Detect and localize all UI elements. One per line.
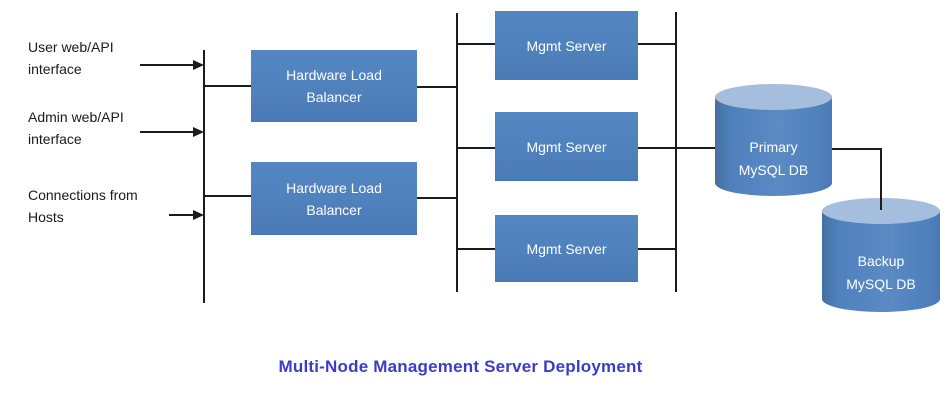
arrow-shaft [169,214,195,216]
arrow-admin-input [140,127,204,137]
arrowhead-icon [193,210,204,220]
bus-line-mgmt-to-db [675,12,677,292]
arrow-hosts-input [169,210,204,220]
connector-mgmt3-bus3 [638,248,676,250]
arrow-shaft [140,64,195,66]
input-label-admin-web-api: Admin web/API interface [28,109,124,147]
load-balancer-box-1: Hardware Load Balancer [251,50,417,122]
load-balancer-label: Hardware Load Balancer [286,67,382,105]
mgmt-server-label: Mgmt Server [526,240,607,257]
mgmt-server-box-3: Mgmt Server [495,215,638,282]
connector-bus1-lb1 [204,85,251,87]
connector-mgmt2-primary-db [638,147,715,149]
connector-primary-backup-horizontal [832,148,882,150]
mgmt-server-label: Mgmt Server [526,138,607,155]
connector-lb1-bus2 [417,86,457,88]
cylinder-body [822,211,940,312]
bus-line-lb-to-mgmt [456,13,458,292]
connector-bus2-mgmt1 [457,43,495,45]
bus-line-inputs [203,50,205,303]
arrow-shaft [140,131,195,133]
arrowhead-icon [193,60,204,70]
load-balancer-label: Hardware Load Balancer [286,179,382,218]
connector-bus2-mgmt2 [457,147,495,149]
connector-mgmt1-bus3 [638,43,676,45]
arrow-user-input [140,60,204,70]
backup-db-label: Backup MySQL DB [846,253,916,292]
mgmt-server-box-1: Mgmt Server [495,11,638,80]
cylinder-top [715,84,832,110]
cylinder-body [715,97,832,196]
mgmt-server-box-2: Mgmt Server [495,112,638,181]
connector-bus1-lb2 [204,195,251,197]
input-label-user-web-api: User web/API interface [28,39,114,77]
load-balancer-box-2: Hardware Load Balancer [251,162,417,235]
primary-db-label: Primary MySQL DB [738,139,809,178]
connector-bus2-mgmt3 [457,248,495,250]
diagram-title: Multi-Node Management Server Deployment [278,357,643,376]
connector-lb2-bus2 [417,197,457,199]
mgmt-server-label: Mgmt Server [526,37,607,54]
arrowhead-icon [193,127,204,137]
connector-primary-backup-vertical [880,148,882,210]
input-label-connections-hosts: Connections from Hosts [28,187,138,225]
backup-db-cylinder: Backup MySQL DB [822,198,940,312]
primary-db-cylinder: Primary MySQL DB [715,84,832,196]
